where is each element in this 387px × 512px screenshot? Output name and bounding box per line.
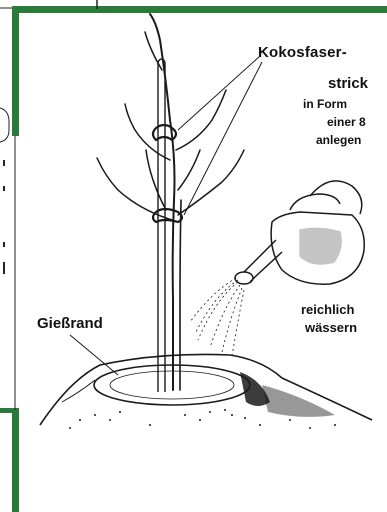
can-opening [290, 194, 340, 210]
margin-bracket [0, 108, 9, 142]
water-label-line2: wässern [305, 320, 357, 335]
margin-mark-3 [3, 242, 5, 247]
mound-shading [69, 372, 336, 429]
margin-mark-2 [3, 186, 5, 191]
can-spout [244, 240, 276, 272]
branch-left-inner [146, 150, 166, 210]
frame-top-bar [12, 6, 387, 13]
rope-label-line1: Kokosfaser- [258, 44, 347, 61]
branch-right-mid [176, 90, 226, 150]
margin-mark-4 [3, 262, 5, 274]
can-spout-lower [250, 252, 282, 282]
frame-left-green-block [0, 408, 19, 413]
water-label-line1: reichlich [301, 302, 354, 317]
rope-label-line2: strick [328, 75, 368, 92]
rope-label-line3: in Form [303, 97, 347, 111]
branch-right-low [178, 150, 244, 215]
water-spray [190, 278, 244, 356]
rope-leader-upper [178, 56, 260, 130]
support-stake [158, 59, 165, 392]
rope-label-line5: anlegen [316, 133, 361, 147]
branch-right-inner [178, 150, 200, 190]
margin-mark-1 [3, 160, 5, 166]
soil-mound [40, 354, 372, 429]
can-shading [300, 228, 341, 264]
can-handle [310, 181, 362, 214]
rim-label: Gießrand [37, 315, 103, 332]
branch-left-mid [125, 104, 170, 160]
frame-left-bar [12, 6, 19, 136]
watering-can [235, 181, 364, 284]
rope-label-line4: einer 8 [327, 115, 366, 129]
frame-left-bar-lower [12, 412, 19, 512]
